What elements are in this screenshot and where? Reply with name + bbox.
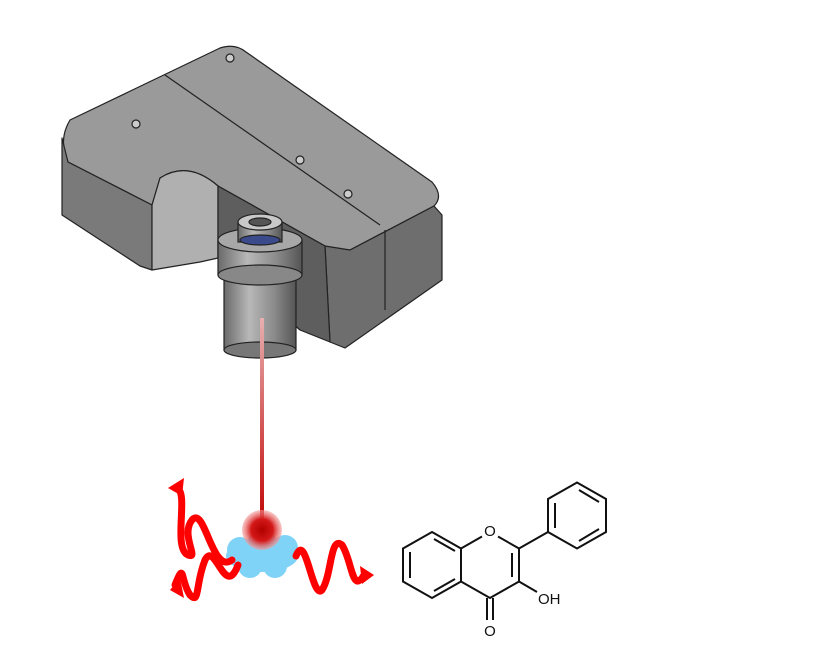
hydroxyl-label: OH xyxy=(538,591,561,608)
arrowhead-icon xyxy=(360,566,374,584)
laser-beam xyxy=(260,318,264,530)
device-cutout-wall xyxy=(151,170,219,271)
molecule-structure xyxy=(402,481,607,620)
arrowhead-icon xyxy=(168,478,184,496)
carbonyl-oxygen-label: O xyxy=(484,623,496,640)
device-right-face xyxy=(324,205,443,349)
device-seam xyxy=(164,74,381,226)
benzo-ring xyxy=(402,530,462,600)
scattered-light-waves xyxy=(171,484,368,601)
ring-oxygen-label: O xyxy=(484,523,496,540)
laser-spot xyxy=(242,510,282,550)
wave-upper-left xyxy=(172,484,236,566)
wave-right xyxy=(292,539,368,595)
bond xyxy=(460,535,483,550)
phenyl-ring xyxy=(547,481,607,550)
arrowhead-icon xyxy=(170,578,184,598)
screw-icons xyxy=(131,53,353,199)
pyranone-ring xyxy=(460,535,520,600)
arrowheads xyxy=(168,478,374,598)
wave-lower-left xyxy=(171,552,242,601)
